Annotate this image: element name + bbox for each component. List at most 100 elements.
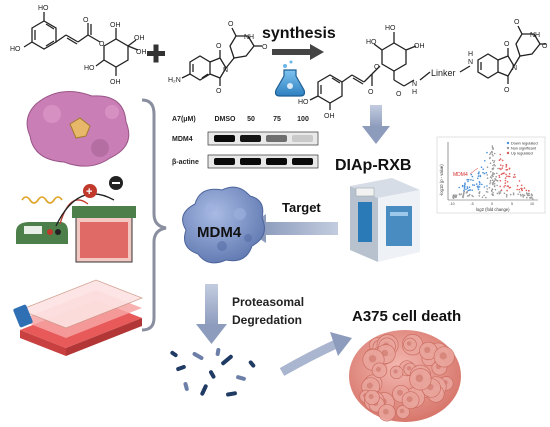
volcano-point [479,175,482,178]
volcano-legend-swatch [506,146,510,150]
volcano-point [491,179,494,181]
flask-icon [274,60,306,97]
volcano-point [466,186,469,188]
volcano-point [468,186,471,188]
volcano-point [467,180,469,183]
volcano-point [518,188,520,191]
volcano-point [520,194,522,197]
volcano-point [508,173,511,175]
volcano-point [488,186,491,189]
electrophoresis-apparatus-icon: + [16,176,136,263]
volcano-point [463,192,465,195]
volcano-point [486,166,489,168]
svg-text:HO: HO [10,46,21,53]
volcano-point [521,189,523,192]
volcano-point [481,196,484,198]
volcano-point [516,188,518,191]
volcano-point [464,183,466,186]
synthesis-arrow [272,44,324,60]
volcano-point [491,145,494,147]
blot-band [214,135,235,142]
volcano-point [493,160,496,162]
svg-text:OH: OH [414,43,425,50]
volcano-point [478,195,481,197]
svg-text:N: N [412,81,417,88]
volcano-point [517,193,519,195]
volcano-point [478,171,480,173]
volcano-point [452,194,455,196]
volcano-point [499,185,502,188]
volcano-point [475,183,478,185]
volcano-point [523,194,526,197]
volcano-point [492,173,494,176]
volcano-xtick: 5 [511,202,513,206]
volcano-point [467,178,470,181]
volcano-point [491,150,493,153]
volcano-point [506,185,509,187]
volcano-point [496,172,498,175]
volcano-point [489,152,492,154]
cell-nucleus [415,374,424,383]
volcano-point [466,178,469,181]
volcano-point [483,172,486,175]
volcano-point [528,192,530,195]
volcano-point [491,159,494,162]
volcano-xtick: 0 [491,202,493,206]
volcano-point [531,194,534,197]
volcano-point [492,155,494,157]
svg-text:HO: HO [385,25,396,32]
cell-nucleus [406,396,413,403]
svg-text:N: N [223,67,228,74]
volcano-point [499,190,502,192]
volcano-point [471,184,474,186]
svg-text:O: O [368,89,374,96]
degradation-label-line1: Proteasomal [232,295,304,309]
volcano-xtick: 10 [530,202,534,206]
volcano-xtick: -5 [470,202,473,206]
volcano-point [477,172,480,175]
cell-death-arrow [279,332,352,376]
volcano-point [518,180,521,182]
volcano-point [482,168,485,170]
volcano-points [452,145,534,200]
blot-condition-label: A7(μM) [172,116,196,123]
volcano-point [493,183,496,185]
volcano-point [492,164,494,167]
volcano-legend-swatch [506,151,510,155]
blot-lane-label: DMSO [215,116,237,123]
peptide-fragments-icon [170,348,256,397]
volcano-point [506,181,509,183]
volcano-point [476,185,479,188]
volcano-point [489,162,492,164]
volcano-point [500,164,502,166]
volcano-point [505,196,508,198]
volcano-point [501,159,504,162]
volcano-point [528,194,531,197]
volcano-point [466,190,469,193]
volcano-point [465,188,467,191]
aminothalidomide-atoms: O O N O O NH H₂N [168,21,268,95]
volcano-point [506,168,509,171]
volcano-point [463,188,466,190]
volcano-point [464,185,466,188]
volcano-point [479,182,481,184]
cell-nucleus [406,366,412,371]
volcano-point [498,176,501,178]
volcano-point [505,173,507,176]
plus-icon [147,44,165,63]
volcano-point [509,193,512,196]
volcano-point [505,193,508,196]
svg-text:OH: OH [324,113,335,120]
grouping-bracket [141,98,167,332]
outcome-label: A375 cell death [352,308,461,325]
volcano-point [460,193,463,195]
volcano-point [496,192,499,195]
volcano-point [503,172,505,174]
blot-band [240,158,261,165]
volcano-point [489,179,492,182]
svg-text:O: O [542,43,548,50]
blot-row-label: MDM4 [172,136,193,143]
